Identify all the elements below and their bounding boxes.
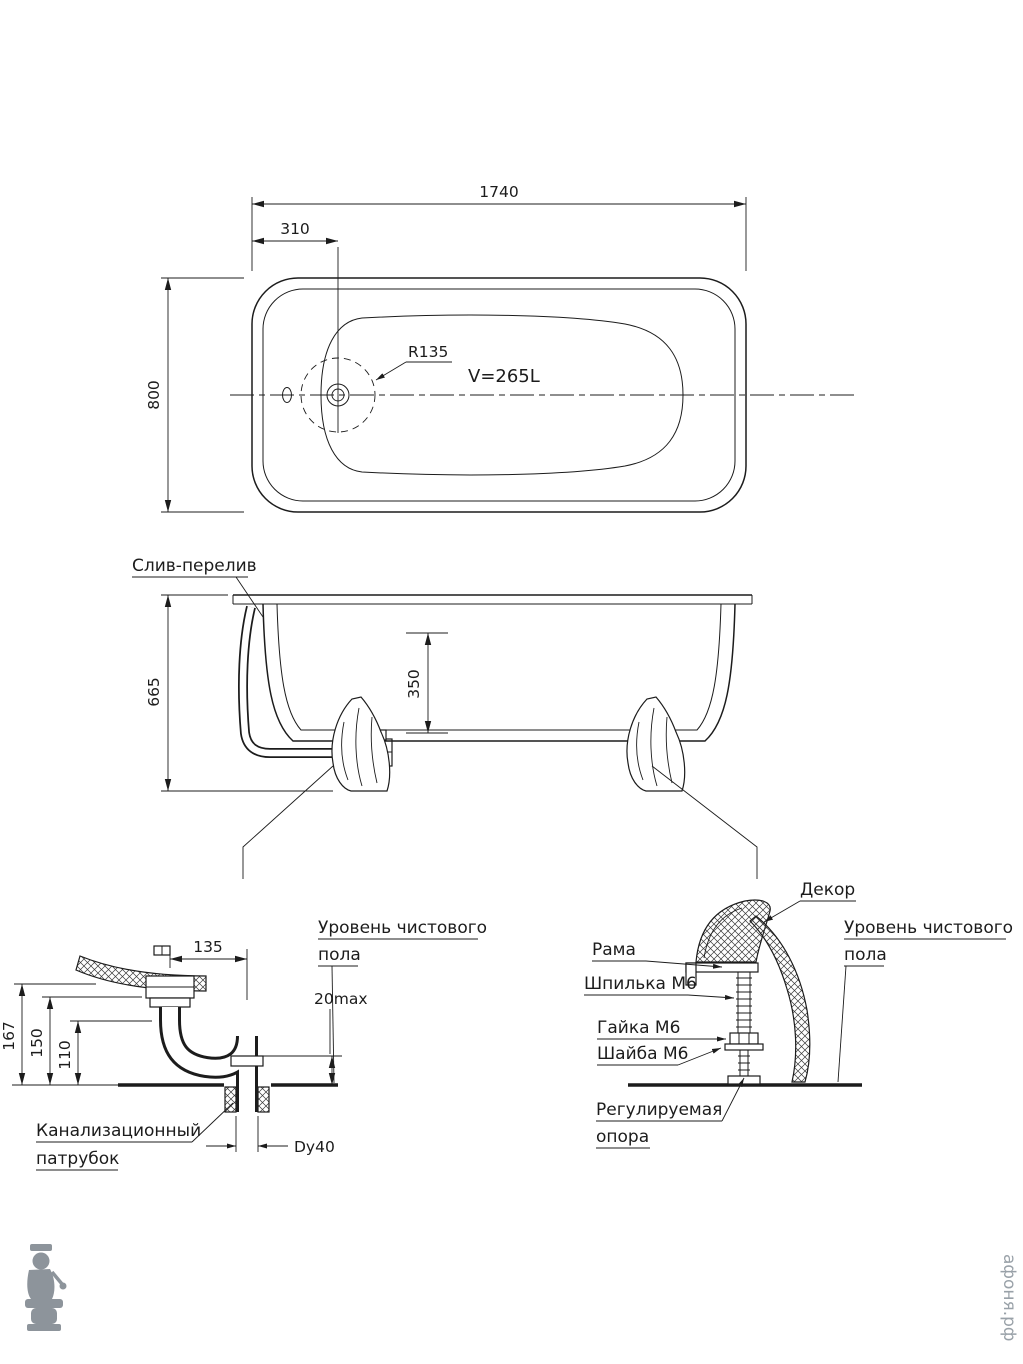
logo-plumber-icon	[25, 1244, 67, 1331]
dimension-drain-offset: 310	[252, 220, 338, 245]
overflow-callout: Слив-перелив	[132, 556, 264, 618]
radius-callout: R135	[375, 343, 452, 381]
dim-167-text: 167	[0, 1021, 18, 1051]
support-threads	[738, 1055, 750, 1071]
washer-label-text: Шайба М6	[597, 1044, 688, 1064]
overflow-pipe-inner	[239, 606, 372, 757]
stud-label-text: Шпилька М6	[584, 974, 697, 994]
decor-label-text: Декор	[800, 880, 855, 900]
dimension-135: 135	[169, 938, 248, 1000]
claw-foot-right	[626, 696, 686, 792]
sewer-label-line2: патрубок	[36, 1149, 119, 1169]
floor-level-callout-left: Уровень чистового пола	[318, 918, 487, 1084]
tub-body-inner-line	[276, 603, 722, 731]
support-callout: Регулируемая опора	[596, 1077, 745, 1149]
support-label-line1: Регулируемая	[596, 1100, 722, 1120]
floor-label-right-line1: Уровень чистового	[844, 918, 1013, 938]
leg-detail: Декор Рама Шпилька М6 Гайка М6 Шайба М6 …	[584, 880, 1013, 1149]
decor-callout: Декор	[763, 880, 856, 923]
dimension-length: 1740	[251, 183, 747, 271]
frame-bracket	[685, 962, 697, 986]
support-foot	[727, 1075, 761, 1085]
floor-label-line1: Уровень чистового	[318, 918, 487, 938]
top-view: 1740 310 800 R135 V=265L	[145, 183, 858, 513]
dim-drain-height-text: 350	[405, 669, 423, 699]
sewer-collar-right	[257, 1086, 270, 1113]
nut	[729, 1032, 759, 1045]
dim-dy40-text: Dy40	[294, 1138, 335, 1156]
side-view: 665 350 Слив-перелив	[132, 556, 758, 879]
stud-callout: Шпилька М6	[584, 974, 735, 1000]
decor-top-hatched	[695, 899, 771, 963]
washer-callout: Шайба М6	[597, 1044, 722, 1066]
dimension-drain-height: 350	[405, 632, 448, 734]
stud-threads	[736, 977, 752, 1028]
decor-leg-hatched	[749, 915, 811, 1083]
outlet-nut	[230, 1055, 264, 1067]
dimension-dy40: Dy40	[206, 1116, 335, 1156]
claw-foot-left	[331, 696, 391, 792]
frame-bar	[685, 962, 759, 973]
nut-callout: Гайка М6	[597, 1018, 726, 1042]
siphon-trap-inner	[162, 1007, 255, 1112]
dim-width-text: 800	[145, 380, 163, 410]
dim-height-text: 665	[145, 677, 163, 707]
decor-inner-edge	[703, 907, 743, 959]
dimension-height: 665	[145, 594, 333, 792]
washer	[724, 1043, 764, 1051]
dimension-20max: 20max	[260, 990, 368, 1085]
dim-length-text: 1740	[479, 183, 518, 201]
floor-label-right-line2: пола	[844, 945, 887, 965]
frame-callout: Рама	[592, 940, 723, 969]
dimension-110: 110	[56, 1020, 152, 1085]
overflow-hole	[282, 387, 292, 403]
tub-bowl-outline	[320, 314, 684, 476]
volume-label-text: V=265L	[468, 366, 540, 387]
nut-label-text: Гайка М6	[597, 1018, 680, 1038]
dimension-167: 167	[0, 983, 96, 1085]
dim-110-text: 110	[56, 1040, 74, 1070]
support-label-line2: опора	[596, 1127, 649, 1147]
dim-150-text: 150	[28, 1028, 46, 1058]
dim-drain-offset-text: 310	[280, 220, 310, 238]
siphon-union-nut	[149, 997, 191, 1008]
sewer-collar-left	[224, 1086, 237, 1113]
sewer-callout: Канализационный патрубок	[36, 1102, 234, 1171]
drain-detail: 167 150 110 135 20max	[0, 918, 487, 1171]
dimension-150: 150	[28, 996, 142, 1085]
dim-20max-text: 20max	[314, 990, 368, 1008]
detail-leader-left	[242, 765, 334, 879]
floor-label-line2: пола	[318, 945, 361, 965]
detail-leader-right	[651, 765, 758, 879]
watermark-text: афоня.рф	[999, 1254, 1019, 1341]
overflow-label-text: Слив-перелив	[132, 556, 257, 576]
dimension-width: 800	[145, 277, 244, 513]
sewer-label-line1: Канализационный	[36, 1121, 201, 1141]
frame-label-text: Рама	[592, 940, 636, 960]
floor-level-callout-right: Уровень чистового пола	[837, 918, 1013, 1083]
dim-135-text: 135	[193, 938, 223, 956]
radius-label-text: R135	[408, 343, 448, 361]
tub-body-outline	[262, 603, 736, 742]
